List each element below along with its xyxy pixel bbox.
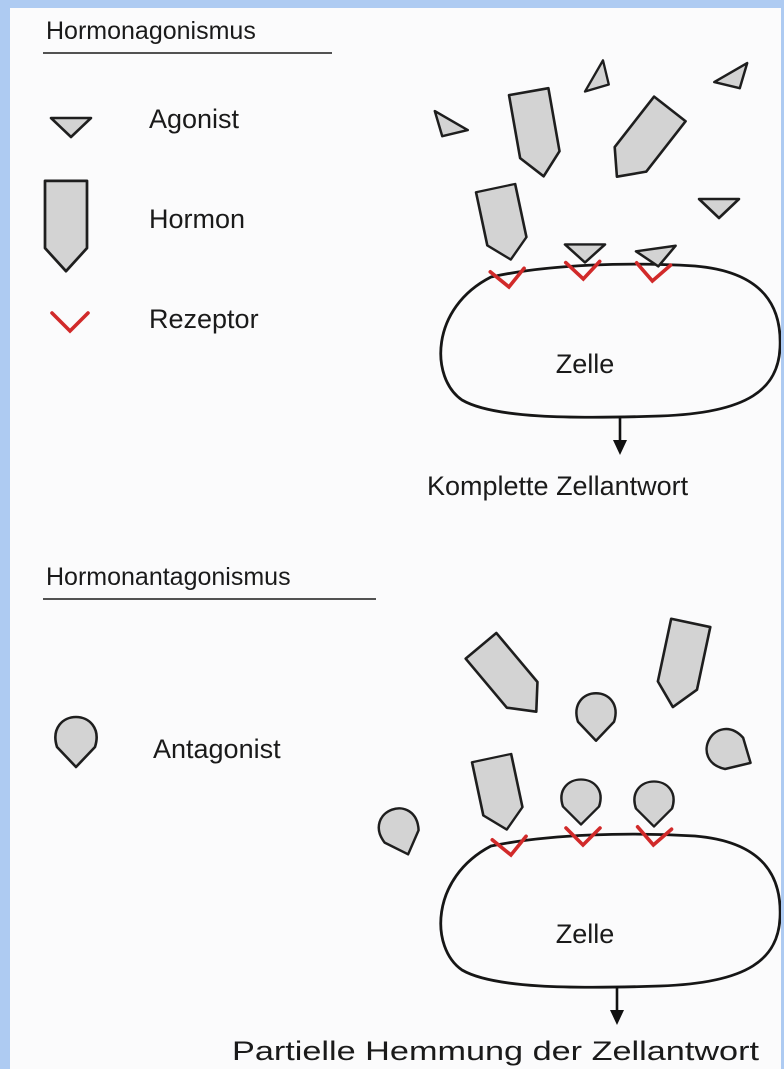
- agonist-icon: [585, 60, 618, 100]
- agonist-icon: [699, 199, 739, 218]
- receptor-icon: [490, 268, 526, 288]
- cell-membrane: [441, 264, 780, 417]
- cell-label: Zelle: [556, 919, 615, 949]
- agonism-title: Hormonagonismus: [46, 17, 256, 45]
- agonism-result: Komplette Zellantwort: [427, 471, 689, 501]
- hormone-icon: [476, 184, 530, 264]
- antagonist-icon: [576, 693, 615, 741]
- antagonism-title: Hormonantagonismus: [46, 563, 291, 591]
- legend-antagonist-label: Antagonist: [153, 734, 281, 764]
- hormone-icon: [601, 97, 685, 189]
- antagonist-icon: [373, 803, 426, 861]
- antagonist-icon: [55, 717, 96, 767]
- agonist-icon: [51, 118, 91, 137]
- agonist-icon: [426, 111, 468, 146]
- arrow-head-icon: [613, 440, 627, 455]
- antagonist-icon: [561, 780, 600, 825]
- hormone-icon: [472, 754, 526, 834]
- cell-label: Zelle: [556, 349, 615, 379]
- legend-hormone: Hormon: [45, 181, 245, 271]
- hormone-icon: [509, 88, 563, 180]
- receptor-icon: [492, 836, 528, 856]
- agonist-icon: [714, 63, 756, 98]
- legend-hormone-label: Hormon: [149, 204, 245, 234]
- receptor-icon: [52, 313, 88, 331]
- diagram-canvas: Hormonagonismus Agonist Hormon Rezeptor …: [10, 8, 781, 1069]
- legend-agonist: Agonist: [51, 104, 240, 137]
- legend-receptor: Rezeptor: [52, 304, 259, 334]
- antagonist-icon: [700, 722, 761, 780]
- diagram-panel: Hormonagonismus Agonist Hormon Rezeptor …: [10, 8, 781, 1069]
- antagonist-icon: [634, 782, 673, 827]
- hormone-icon: [653, 619, 710, 711]
- antagonism-result: Partielle Hemmung der Zellantwort: [232, 1036, 760, 1066]
- legend-receptor-label: Rezeptor: [149, 304, 259, 334]
- antagonism-section: Hormonantagonismus Antagonist Zelle Part…: [43, 563, 780, 1066]
- agonism-section: Hormonagonismus Agonist Hormon Rezeptor …: [43, 17, 780, 501]
- legend-agonist-label: Agonist: [149, 104, 240, 134]
- cell-membrane: [441, 834, 780, 987]
- arrow-head-icon: [610, 1010, 624, 1025]
- hormone-icon: [466, 633, 552, 725]
- hormone-icon: [45, 181, 87, 271]
- receptor-icon: [636, 827, 671, 846]
- legend-antagonist: Antagonist: [55, 717, 281, 767]
